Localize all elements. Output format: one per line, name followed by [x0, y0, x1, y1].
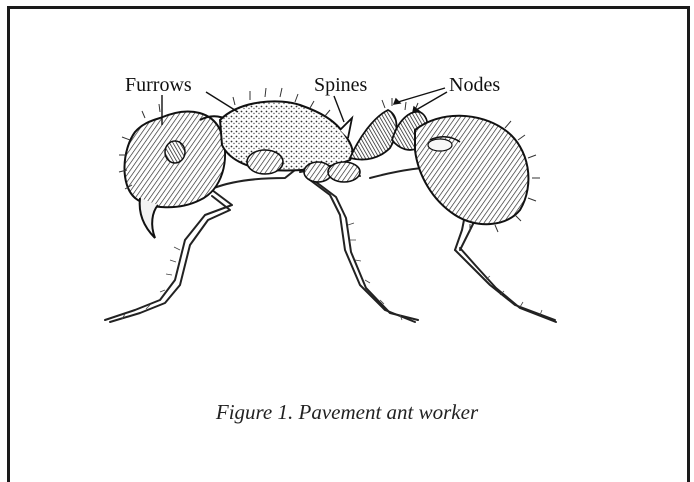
ant-head [119, 104, 235, 238]
label-furrows: Furrows [125, 75, 192, 95]
figure-caption: Figure 1. Pavement ant worker [0, 400, 694, 425]
ant-gaster [415, 116, 540, 232]
label-nodes: Nodes [449, 75, 500, 95]
ant-thorax [220, 88, 360, 182]
leg-hairs [122, 223, 542, 320]
label-spines: Spines [314, 75, 367, 95]
